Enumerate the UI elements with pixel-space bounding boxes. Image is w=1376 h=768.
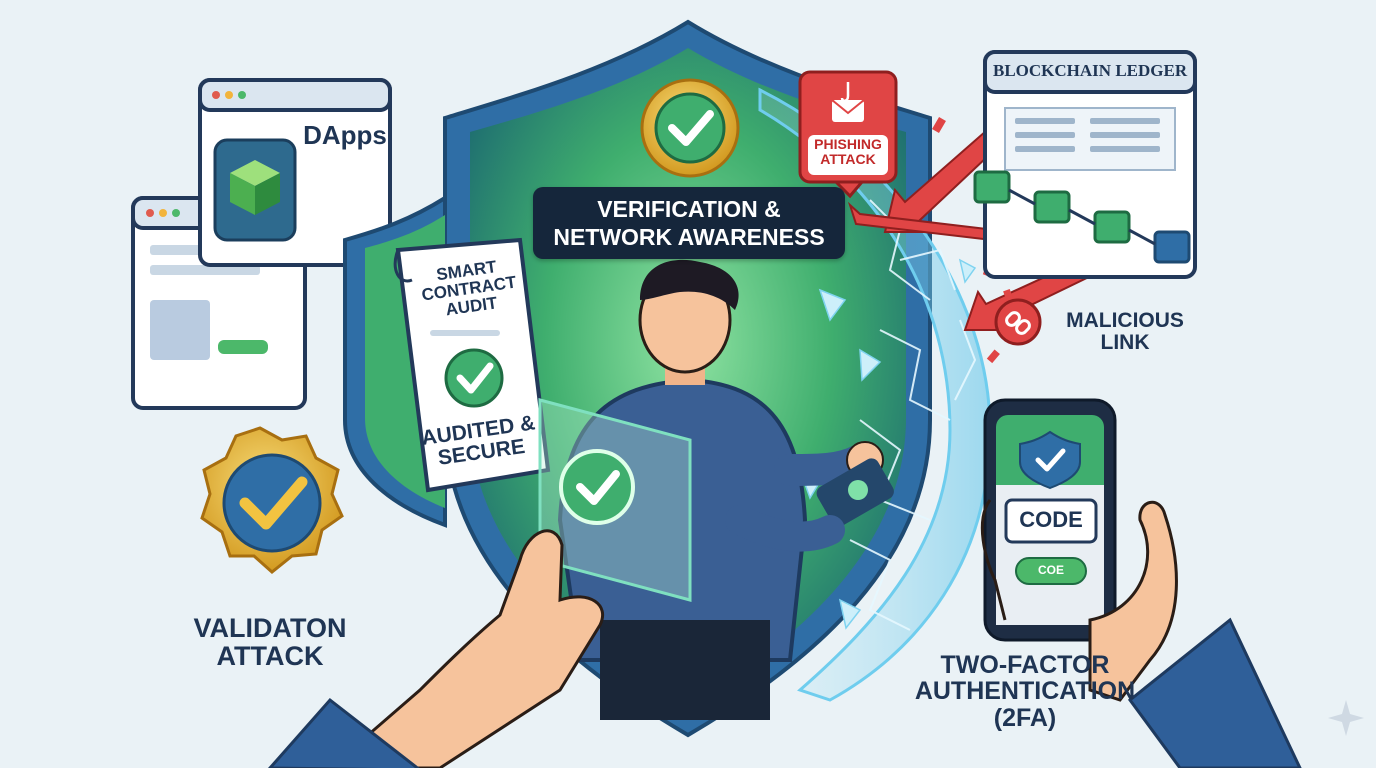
two-factor-line-2: AUTHENTICATION [914,677,1136,706]
title-line-1: VERIFICATION & [597,196,781,222]
dapps-label: DApps [303,120,387,150]
blockchain-blocks [973,170,1191,264]
cube-icon [230,160,280,215]
glass-dome [758,87,992,702]
validation-line-1: VALIDATON [193,613,347,643]
validation-badge [200,426,344,574]
broken-link-icon [994,298,1042,346]
held-phone-icon [816,458,894,527]
page-title: VERIFICATION & NETWORK AWARENESS [533,187,845,259]
sparkle-icon [1328,700,1364,736]
shield-check-badge [640,78,740,178]
phishing-hook-icon [831,82,865,122]
title-line-2: NETWORK AWARENESS [553,224,825,250]
dapps-window [198,78,392,267]
phone-code-field[interactable]: CODE [1019,507,1083,532]
validation-label: VALIDATON ATTACK [170,614,370,671]
hologram-card [538,398,692,602]
malicious-line-1: MALICIOUS [1066,309,1184,332]
two-factor-line-1: TWO-FACTOR [940,651,1110,679]
malicious-link-label: MALICIOUS LINK [1055,309,1195,355]
phone-hand [980,499,1302,768]
phishing-line-2: ATTACK [820,150,876,167]
person-figure [557,259,894,720]
validation-line-2: ATTACK [216,641,324,672]
phone-2fa [983,398,1117,642]
two-factor-line-3: (2FA) [993,703,1057,732]
phishing-line-1: PHISHING [814,136,882,152]
phone-shield-icon [1019,430,1081,490]
ledger-window [973,50,1197,279]
two-factor-label: TWO-FACTOR AUTHENTICATION (2FA) [905,652,1145,731]
audit-document [393,237,551,493]
ledger-title: BLOCKCHAIN LEDGER [993,61,1188,80]
pointing-hand [267,529,604,768]
phone-code-button[interactable]: COE [1037,563,1064,577]
phishing-alert [798,70,898,199]
phishing-label: PHISHING ATTACK [808,137,888,166]
malicious-line-2: LINK [1100,331,1150,355]
